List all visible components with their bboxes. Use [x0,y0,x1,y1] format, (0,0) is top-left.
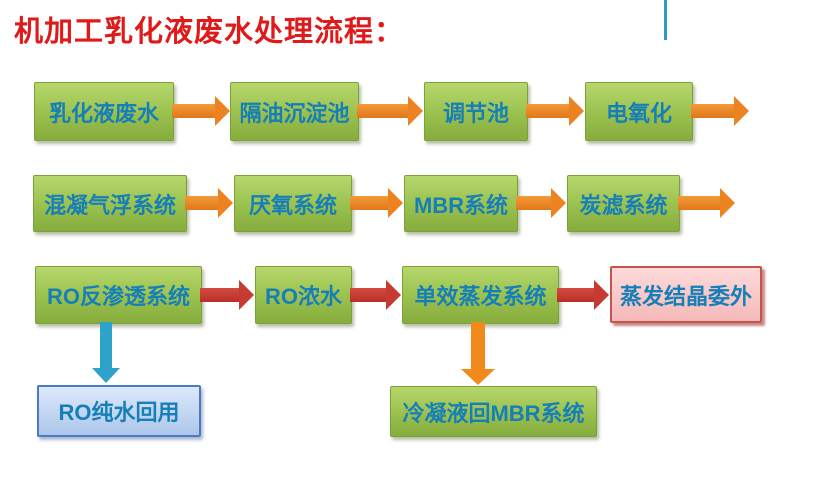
node-oil-separation-sedimentation-tank: 隔油沉淀池 [230,82,359,141]
flow-arrow-down-icon [461,322,495,385]
text-caret-line [664,0,667,40]
node-electro-oxidation: 电氧化 [585,82,693,141]
flow-arrow-right-icon [200,280,254,310]
flow-arrow-right-icon [357,96,423,126]
node-evaporation-crystallization-outsourced: 蒸发结晶委外 [610,266,762,323]
node-condensate-return-to-mbr: 冷凝液回MBR系统 [390,386,597,437]
node-regulating-tank: 调节池 [424,82,528,141]
node-carbon-filter-system: 炭滤系统 [567,175,680,232]
flow-arrow-right-icon [185,188,233,218]
node-anaerobic-system: 厌氧系统 [234,175,352,232]
flow-arrow-right-icon [678,188,735,218]
node-mbr-system: MBR系统 [404,175,518,232]
flow-arrow-right-icon [691,96,749,126]
node-coagulation-air-flotation-system: 混凝气浮系统 [33,175,187,232]
node-ro-pure-water-reuse: RO纯水回用 [37,385,201,437]
flow-arrow-right-icon [350,280,401,310]
node-ro-reverse-osmosis-system: RO反渗透系统 [35,266,202,324]
flow-arrow-right-icon [526,96,584,126]
page-title: 机加工乳化液废水处理流程： [14,16,405,48]
flow-arrow-right-icon [557,280,609,310]
node-emulsified-wastewater: 乳化液废水 [34,82,174,141]
flow-arrow-right-icon [516,188,566,218]
node-single-effect-evaporation-system: 单效蒸发系统 [402,266,559,324]
node-ro-concentrate: RO浓水 [255,266,352,324]
flow-arrow-right-icon [172,96,230,126]
flow-arrow-down-icon [92,322,120,383]
flow-arrow-right-icon [350,188,403,218]
